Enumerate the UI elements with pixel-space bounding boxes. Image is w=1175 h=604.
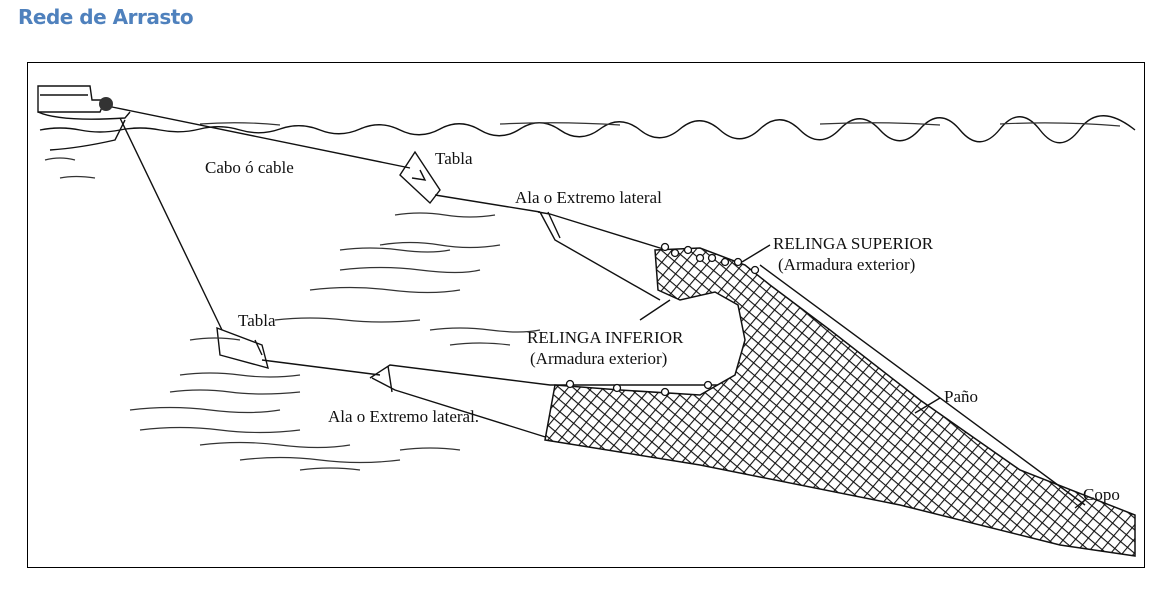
diagram-frame: [27, 62, 1145, 568]
cable-lower: [119, 117, 381, 376]
pano-line: [759, 264, 1086, 506]
label-relinga-superior-sub: (Armadura exterior): [778, 255, 915, 274]
water-waves: [44, 157, 541, 471]
wing-lower: [369, 364, 720, 441]
page-title: Rede de Arrasto: [18, 5, 194, 29]
label-pano: Paño: [944, 387, 978, 406]
float-buoys: [565, 242, 760, 397]
sea-surface: [39, 115, 1136, 144]
label-relinga-inferior-sub: (Armadura exterior): [530, 349, 667, 368]
label-wing-upper: Ala o Extremo lateral: [515, 188, 662, 207]
label-relinga-superior: RELINGA SUPERIOR: [773, 234, 934, 253]
label-relinga-inferior: RELINGA INFERIOR: [527, 328, 684, 347]
label-tabla-lower: Tabla: [238, 311, 276, 330]
otter-board-lower: [216, 326, 269, 369]
label-tabla-upper: Tabla: [435, 149, 473, 168]
label-cable: Cabo ó cable: [205, 158, 294, 177]
boat-icon: [37, 85, 131, 151]
label-wing-lower: Ala o Extremo lateral.: [328, 407, 479, 426]
label-copo: Copo: [1083, 485, 1120, 504]
cable-upper: [111, 106, 541, 213]
net-mesh: [544, 247, 1136, 557]
otter-board-upper: [399, 150, 441, 205]
